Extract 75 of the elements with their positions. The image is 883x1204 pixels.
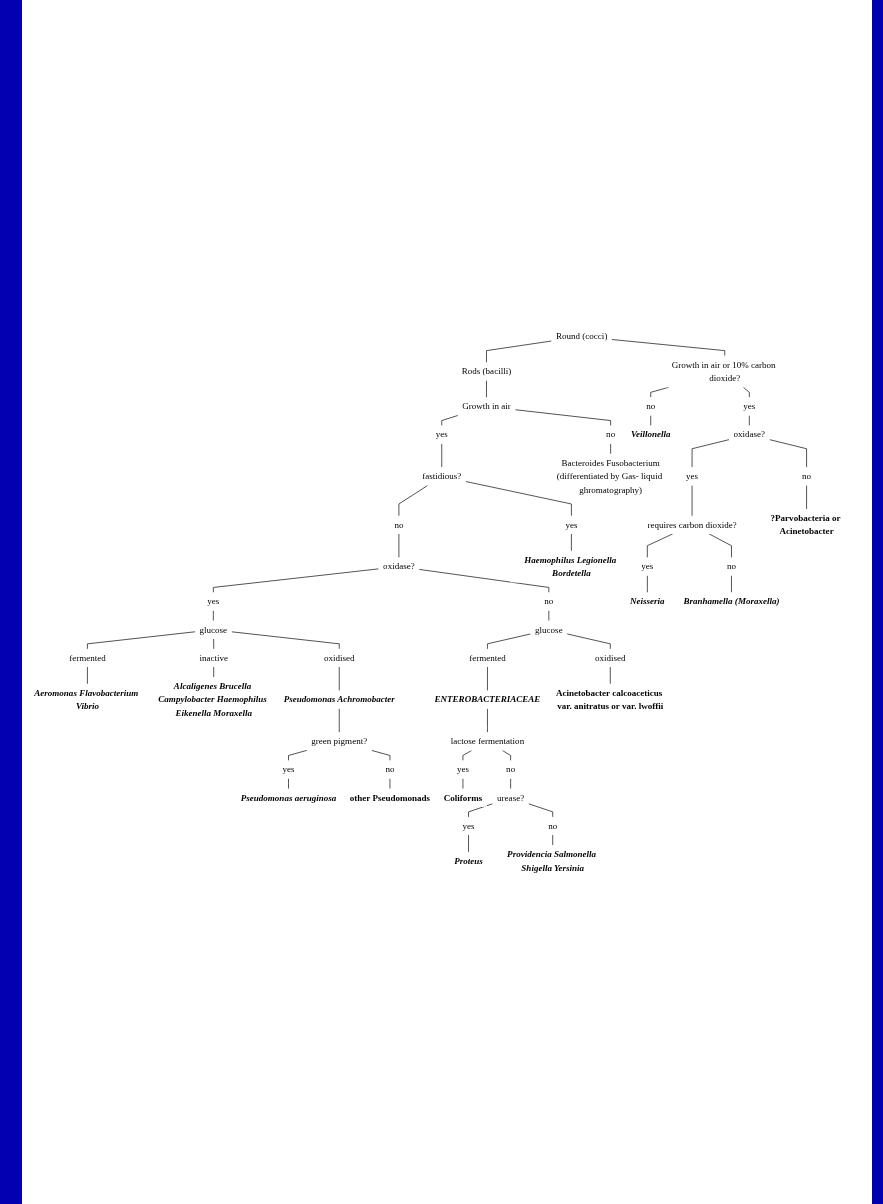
connector: [611, 339, 726, 356]
node-text: no: [606, 429, 616, 440]
node-text: fastidious?: [422, 471, 462, 481]
node-text: Round (cocci): [556, 331, 608, 341]
connector: [231, 631, 340, 650]
node-text: urease?: [497, 792, 525, 803]
connector: [486, 380, 487, 398]
node-text: oxidised: [594, 652, 626, 663]
node-text: Pseudomonas aeruginosa: [240, 792, 337, 803]
node-text: yes: [282, 764, 295, 774]
connector: [486, 340, 552, 363]
node-text: green pigment?: [311, 736, 368, 746]
node-text: yes: [462, 820, 475, 831]
node-text: yes: [565, 519, 578, 530]
connector: [87, 631, 196, 650]
node-text: Haemophilus Legionella Bordetella: [524, 554, 617, 578]
node-text: oxidase?: [733, 429, 766, 440]
node-text: ENTEROBACTERIACEAE: [434, 694, 541, 705]
node-text: glucose: [535, 624, 563, 635]
node-text: no: [385, 764, 395, 774]
node-text: no: [646, 401, 656, 411]
node-text: requires carbon dioxide?: [647, 519, 737, 530]
node-text: fermented: [69, 652, 106, 663]
node-text: Pseudomonas Achromobacter: [283, 694, 395, 705]
node-text: no: [802, 471, 812, 481]
node-text: yes: [435, 429, 448, 440]
node-text: yes: [686, 471, 699, 481]
node-text: yes: [641, 561, 654, 571]
node-text: Veillonella: [630, 429, 671, 440]
connector: [691, 439, 730, 468]
connector: [418, 568, 550, 593]
connector: [731, 575, 732, 593]
node-text: no: [506, 764, 516, 774]
node-text: Branhamella (Moraxella): [683, 596, 780, 606]
node-text: oxidised: [323, 652, 355, 663]
connector: [398, 484, 429, 517]
connector: [487, 633, 531, 650]
node-text: Neisseria: [630, 596, 665, 606]
node-text: yes: [743, 401, 756, 411]
connector: [514, 409, 611, 426]
node-text: lactose fermentation: [450, 736, 525, 746]
node-text: no: [394, 519, 404, 530]
connector: [288, 778, 289, 789]
connector: [769, 439, 807, 468]
connector: [468, 834, 469, 853]
connector: [371, 749, 391, 761]
node-text: Coliforms: [443, 792, 483, 803]
node-text: Bacteroides Fusobacterium (differentiated by Gas- liquid ghromatography): [556, 457, 663, 495]
node-text: yes: [456, 764, 469, 774]
node-text: Aeromonas Flavobacterium Vibrio: [34, 687, 139, 711]
node-text: glucose: [199, 624, 228, 635]
node-text: no: [726, 561, 736, 571]
connector: [465, 481, 572, 517]
connector: [441, 415, 459, 426]
node-text: yes: [207, 596, 220, 606]
connector: [468, 803, 493, 818]
connector: [213, 568, 379, 593]
node-text: Proteus: [454, 855, 483, 866]
node-text: oxidase?: [383, 561, 415, 571]
node-text: no: [548, 820, 558, 831]
node-text: fermented: [469, 652, 506, 663]
connector: [288, 749, 308, 761]
node-text: Alcaligenes Brucella Campylobacter Haemophilus Eikenella Moraxella: [158, 680, 267, 718]
node-text: ?Parvobacteria or Acinetobacter: [770, 512, 841, 537]
node-text: Providencia Salmonella Shigella Yersinia: [507, 848, 597, 873]
node-text: no: [544, 596, 554, 606]
node-text: Rods (bacilli): [461, 366, 512, 376]
node-text: Growth in air: [462, 401, 511, 411]
node-text: Growth in air or 10% carbon dioxide?: [671, 359, 776, 383]
connector: [708, 533, 732, 558]
connector: [647, 533, 674, 558]
connector: [566, 633, 611, 650]
node-text: Acinetobacter calcoaceticus var. anitratus or var. lwoffii: [555, 687, 664, 711]
node-text: inactive: [199, 652, 228, 663]
node-text: other Pseudomonads: [349, 792, 431, 803]
